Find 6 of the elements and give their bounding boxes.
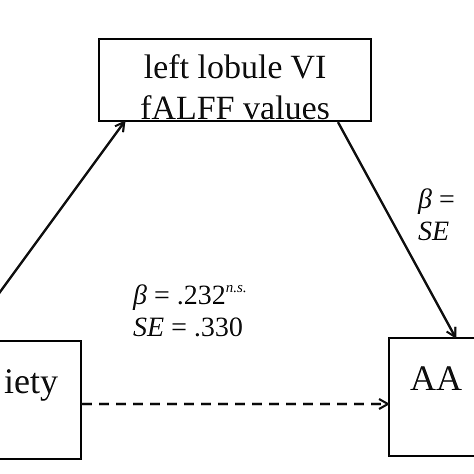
variable-box	[98, 38, 372, 122]
node-label: left lobule VI fALFF values	[139, 48, 331, 129]
arrow	[336, 121, 456, 338]
dashed-arrow	[82, 398, 390, 410]
node-label: AA	[410, 357, 462, 400]
node-label: iety	[4, 360, 58, 403]
